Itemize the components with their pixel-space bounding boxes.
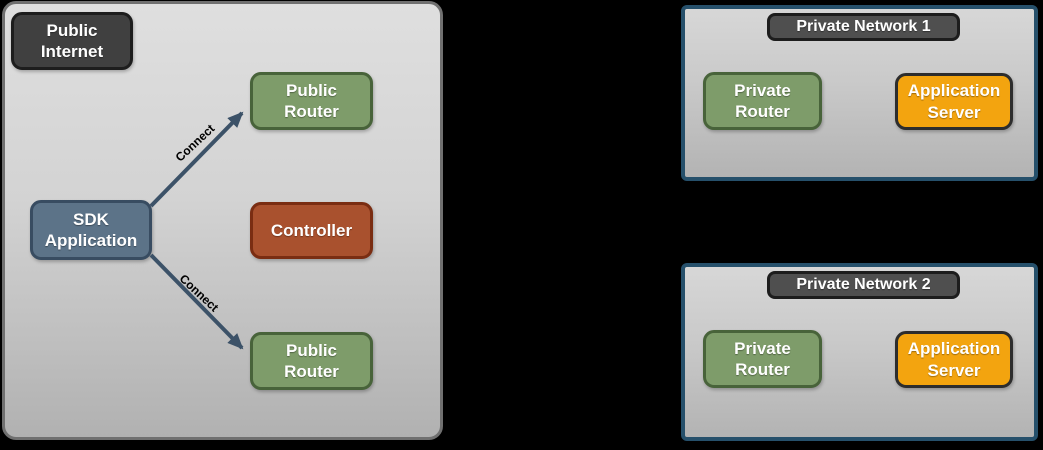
public-internet-zone: Public Internet Public Router Controller…	[2, 1, 443, 440]
private-network-1-zone: Private Network 1 Private Router Applica…	[681, 5, 1038, 181]
application-server-node-pn2: Application Server	[895, 331, 1013, 388]
application-server-node-pn1: Application Server	[895, 73, 1013, 130]
public-internet-label: Public Internet	[11, 12, 133, 70]
private-router-node-pn2: Private Router	[703, 330, 822, 388]
sdk-application-node: SDK Application	[30, 200, 152, 260]
public-router-bottom-node: Public Router	[250, 332, 373, 390]
controller-node: Controller	[250, 202, 373, 259]
private-network-2-title: Private Network 2	[767, 271, 960, 299]
private-network-2-zone: Private Network 2 Private Router Applica…	[681, 263, 1038, 441]
private-network-1-title: Private Network 1	[767, 13, 960, 41]
private-router-node-pn1: Private Router	[703, 72, 822, 130]
public-router-top-node: Public Router	[250, 72, 373, 130]
